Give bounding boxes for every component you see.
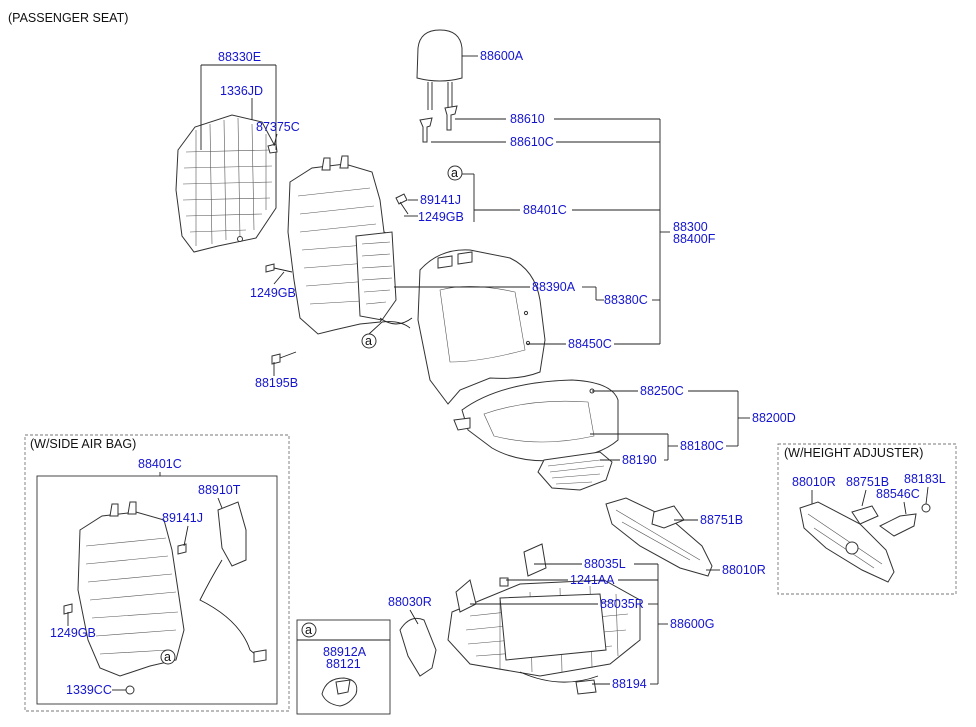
detail-a-key: a (305, 623, 312, 637)
label-1241AA: 1241AA (570, 573, 615, 587)
label-88912A: 88912A (323, 645, 367, 659)
label-88401C: 88401C (523, 203, 567, 217)
circle-a-marker-airbag: a (160, 649, 176, 665)
label-88910T: 88910T (198, 483, 241, 497)
label-88546C: 88546C (876, 487, 920, 501)
label-87375C: 87375C (256, 120, 300, 134)
label-88190: 88190 (622, 453, 657, 467)
guide-88610 (419, 105, 458, 143)
seatback-cushion (417, 249, 546, 405)
svg-text:a: a (451, 166, 458, 180)
label-88600A: 88600A (480, 49, 524, 63)
bolt-1249GB-left (265, 263, 293, 273)
label-88183L: 88183L (904, 472, 946, 486)
label-88600G: 88600G (670, 617, 714, 631)
label-88010R: 88010R (722, 563, 766, 577)
leader-lines (200, 55, 750, 685)
bolt-1241AA (499, 577, 509, 587)
label-88200D: 88200D (752, 411, 796, 425)
label-88610C: 88610C (510, 135, 554, 149)
label-88195B: 88195B (255, 376, 298, 390)
label-88035L: 88035L (584, 557, 626, 571)
label-88035R: 88035R (600, 597, 644, 611)
label-1339CC: 1339CC (66, 683, 112, 697)
label-88194: 88194 (612, 677, 647, 691)
label-88751B: 88751B (700, 513, 743, 527)
cushion-pan-88190 (537, 451, 613, 491)
bracket-88035L (523, 543, 547, 577)
label-88030R: 88030R (388, 595, 432, 609)
circle-a-marker-frame: a (361, 321, 411, 349)
clip-87375C (267, 143, 278, 154)
label-88300: 88300 (673, 220, 708, 234)
label-88450C: 88450C (568, 337, 612, 351)
label-88400F: 88400F (673, 232, 716, 246)
bolt-89141J (395, 193, 409, 215)
label-1336JD: 1336JD (220, 84, 263, 98)
bolt-88195B (271, 351, 297, 365)
side-airbag-title: (W/SIDE AIR BAG) (30, 437, 136, 451)
label-88610: 88610 (510, 112, 545, 126)
label-88121: 88121 (326, 657, 361, 671)
circle-a-marker-top: a (447, 165, 463, 181)
svg-text:a: a (365, 334, 372, 348)
label-88751B-height: 88751B (846, 475, 889, 489)
detail-a-box: a 88912A 88121 (296, 619, 391, 715)
label-1249GB: 1249GB (418, 210, 464, 224)
label-89141J-airbag: 89141J (162, 511, 203, 525)
label-88330E: 88330E (218, 50, 261, 64)
seat-cushion (453, 379, 619, 462)
label-88250C: 88250C (640, 384, 684, 398)
label-88401C-airbag: 88401C (138, 457, 182, 471)
headrest-88600A (416, 29, 463, 110)
svg-text:a: a (164, 650, 171, 664)
label-88180C: 88180C (680, 439, 724, 453)
label-1249GB-airbag: 1249GB (50, 626, 96, 640)
height-adjuster-section: (W/HEIGHT ADJUSTER) 88010R 88751B 88183L… (777, 443, 957, 595)
side-cover-88010R (605, 497, 713, 577)
label-1249GB-left: 1249GB (250, 286, 296, 300)
label-88380C: 88380C (604, 293, 648, 307)
connector-88194 (575, 679, 597, 695)
lever-88751B (651, 505, 685, 529)
side-airbag-section: (W/SIDE AIR BAG) 88401C 88910T 89141J 12… (24, 434, 290, 712)
diagram-title: (PASSENGER SEAT) (8, 11, 128, 25)
height-adjuster-title: (W/HEIGHT ADJUSTER) (784, 446, 923, 460)
cover-88030R (399, 617, 437, 677)
label-88010R-height: 88010R (792, 475, 836, 489)
back-cover-88330E (175, 114, 277, 253)
label-88390A: 88390A (532, 280, 576, 294)
label-89141J: 89141J (420, 193, 461, 207)
seatback-frame (287, 155, 413, 335)
seat-track-assembly (447, 579, 641, 683)
